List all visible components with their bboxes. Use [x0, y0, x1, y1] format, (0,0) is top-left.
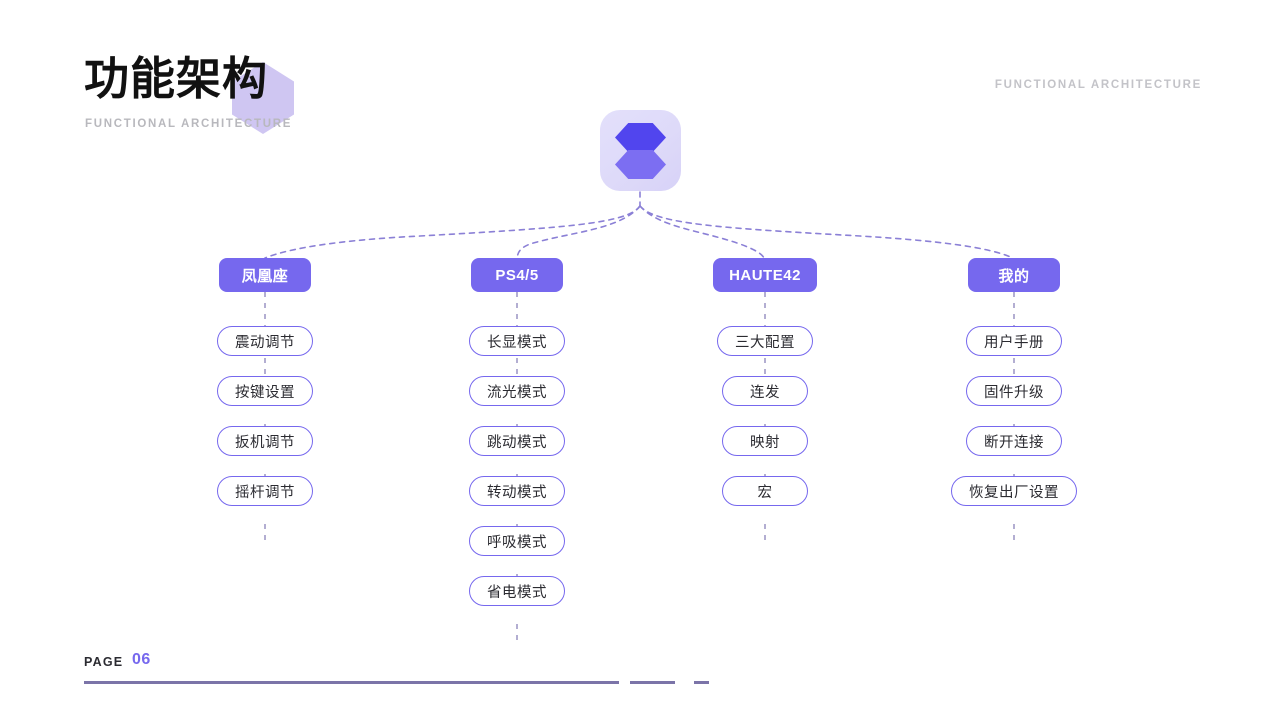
header-eyebrow-text: FUNCTIONAL ARCHITECTURE: [994, 79, 1202, 91]
leaf-node[interactable]: 映射: [722, 426, 808, 456]
branch-leaf-list-2: 三大配置 连发 映射 宏: [717, 326, 813, 506]
branch-head-1[interactable]: PS4/5: [471, 258, 563, 292]
leaf-node[interactable]: 恢复出厂设置: [951, 476, 1077, 506]
slide-footer: PAGE 06: [0, 648, 1280, 708]
slide-header: 功能架构 FUNCTIONAL ARCHITECTURE FUNCTIONAL …: [0, 0, 1280, 150]
leaf-node[interactable]: 断开连接: [966, 426, 1062, 456]
leaf-node[interactable]: 用户手册: [966, 326, 1062, 356]
hexagon-top-shape: [615, 123, 666, 152]
footer-page-number: 06: [132, 651, 151, 668]
branch-leaf-list-0: 震动调节 按键设置 扳机调节 摇杆调节: [217, 326, 313, 506]
leaf-node[interactable]: 呼吸模式: [469, 526, 565, 556]
leaf-node[interactable]: 跳动模式: [469, 426, 565, 456]
leaf-node[interactable]: 连发: [722, 376, 808, 406]
branch-column-1: PS4/5 长显模式 流光模式 跳动模式 转动模式 呼吸模式 省电模式: [407, 258, 627, 606]
leaf-node[interactable]: 扳机调节: [217, 426, 313, 456]
branch-leaf-list-3: 用户手册 固件升级 断开连接 恢复出厂设置: [951, 326, 1077, 506]
leaf-node[interactable]: 三大配置: [717, 326, 813, 356]
footer-page-label: PAGE: [84, 655, 124, 669]
branch-column-2: HAUTE42 三大配置 连发 映射 宏: [655, 258, 875, 506]
branch-head-3[interactable]: 我的: [968, 258, 1060, 292]
leaf-node[interactable]: 省电模式: [469, 576, 565, 606]
page-title: 功能架构: [84, 53, 269, 104]
branch-column-3: 我的 用户手册 固件升级 断开连接 恢复出厂设置: [904, 258, 1124, 506]
leaf-node[interactable]: 宏: [722, 476, 808, 506]
branch-head-2[interactable]: HAUTE42: [713, 258, 817, 292]
footer-rule-short: [694, 681, 709, 684]
footer-rule-long: [84, 681, 619, 684]
leaf-node[interactable]: 按键设置: [217, 376, 313, 406]
footer-rule-medium: [630, 681, 675, 684]
branch-head-0[interactable]: 凤凰座: [219, 258, 311, 292]
leaf-node[interactable]: 震动调节: [217, 326, 313, 356]
stacked-hexagon-logo-icon: [600, 110, 681, 191]
leaf-node[interactable]: 长显模式: [469, 326, 565, 356]
leaf-node[interactable]: 转动模式: [469, 476, 565, 506]
hexagon-bottom-shape: [615, 150, 666, 179]
leaf-node[interactable]: 摇杆调节: [217, 476, 313, 506]
branch-column-0: 凤凰座 震动调节 按键设置 扳机调节 摇杆调节: [155, 258, 375, 506]
leaf-node[interactable]: 流光模式: [469, 376, 565, 406]
leaf-node[interactable]: 固件升级: [966, 376, 1062, 406]
branch-leaf-list-1: 长显模式 流光模式 跳动模式 转动模式 呼吸模式 省电模式: [469, 326, 565, 606]
page-subtitle: FUNCTIONAL ARCHITECTURE: [85, 118, 293, 130]
